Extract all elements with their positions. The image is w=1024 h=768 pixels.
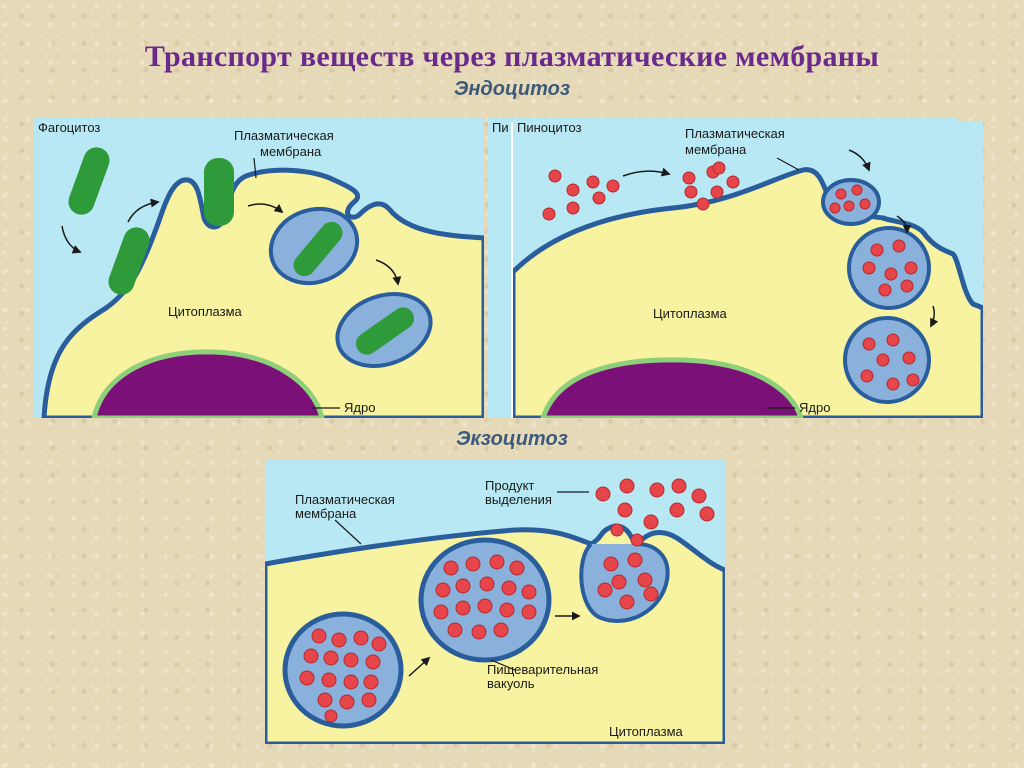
nucleus-label: Ядро	[344, 400, 375, 415]
cytoplasm-label: Цитоплазма	[609, 724, 684, 739]
phagocytosis-panel: Фагоцитоз Плазматическая мембрана Цитопл…	[34, 118, 484, 418]
membrane-label-line1: Плазматическая	[234, 128, 334, 143]
exocytosis-heading: Экзоцитоз	[456, 428, 568, 450]
membrane-label-line1: Плазматическая	[685, 126, 785, 141]
page-title: Транспорт веществ через плазматические м…	[144, 40, 880, 73]
bacterium-1	[68, 147, 110, 215]
membrane-label-line2: мембрана	[260, 144, 322, 159]
pinocytosis-label: Пиноцитоз	[517, 122, 582, 135]
nucleus-label: Ядро	[799, 400, 830, 415]
product-label-line1: Продукт	[485, 478, 534, 493]
exocytosis-panel: Плазматическая мембрана Продукт выделени…	[265, 460, 725, 744]
pinocytosis-panel: Пиноцитоз Плазматическая мембрана Цитопл…	[513, 122, 983, 418]
product-label-line2: выделения	[485, 492, 552, 507]
membrane-label-line2: мембрана	[685, 142, 747, 157]
bacterium-2	[108, 227, 150, 295]
endocytosis-heading: Эндоцитоз	[453, 78, 571, 100]
cytoplasm-label: Цитоплазма	[168, 304, 243, 319]
membrane-label-line1: Плазматическая	[295, 492, 395, 507]
vacuole-label-line2: вакуоль	[487, 676, 535, 691]
membrane-label-line2: мембрана	[295, 506, 357, 521]
pinocytosis-label-cut: Пи	[492, 120, 509, 135]
cytoplasm-label: Цитоплазма	[653, 306, 728, 321]
phagocytosis-label: Фагоцитоз	[38, 120, 100, 135]
vacuole-label-line1: Пищеварительная	[487, 662, 598, 677]
